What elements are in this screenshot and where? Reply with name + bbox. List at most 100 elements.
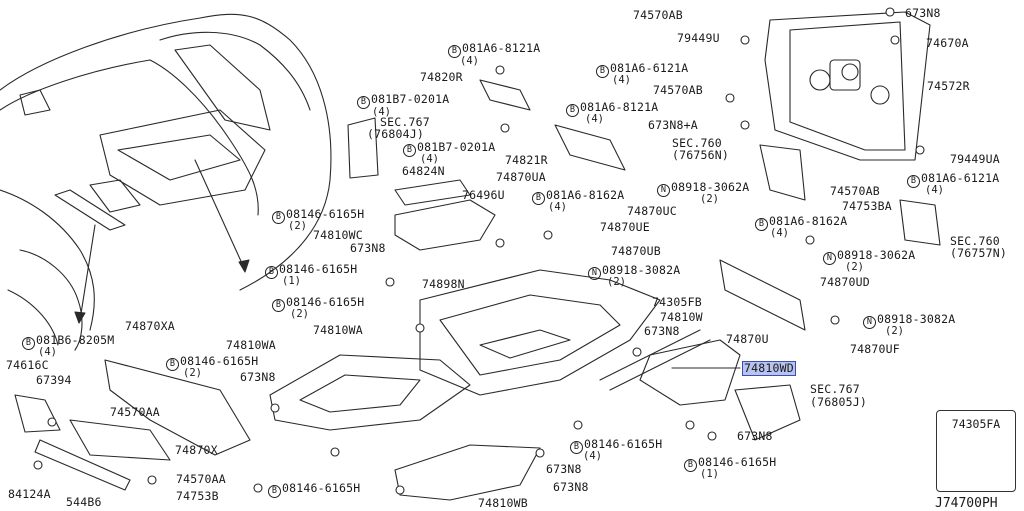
firewall-panel	[759, 11, 941, 246]
qty-label: (1)	[700, 468, 719, 480]
part-label: 74820R	[420, 70, 463, 84]
bolt-marker: B	[532, 192, 545, 205]
part-label: 74870UE	[600, 220, 650, 234]
highlighted-part-label[interactable]: 74810WD	[742, 361, 796, 376]
fasteners	[33, 7, 925, 495]
bolt-marker: B	[684, 459, 697, 472]
part-label: 74616C	[6, 358, 49, 372]
part-label: SEC.767	[380, 115, 430, 129]
part-label: (76756N)	[672, 148, 729, 162]
part-label: 673N8	[546, 462, 582, 476]
bolt-marker: B	[907, 175, 920, 188]
part-label: 673N8	[350, 241, 386, 255]
bolt-marker: B	[268, 485, 281, 498]
part-label: 673N8	[737, 429, 773, 443]
qty-label: (4)	[420, 153, 439, 165]
part-label: 74570AB	[830, 184, 880, 198]
bolt-marker: B	[448, 45, 461, 58]
part-label: 673N8	[240, 370, 276, 384]
part-label: 74570AB	[633, 8, 683, 22]
undercover-wb	[394, 444, 541, 501]
bolt-marker: B	[265, 266, 278, 279]
part-label: (76757N)	[950, 246, 1007, 260]
qty-label: (4)	[460, 55, 479, 67]
bolt-marker: B	[22, 337, 35, 350]
part-label: 76496U	[462, 188, 505, 202]
part-label: 74870UF	[850, 342, 900, 356]
part-label: 74870XA	[125, 319, 175, 333]
part-label: 74810WC	[313, 228, 363, 242]
qty-label: (4)	[925, 184, 944, 196]
bolt-marker: B	[357, 96, 370, 109]
part-label: 673N8	[905, 6, 941, 20]
qty-label: (2)	[183, 367, 202, 379]
bolt-marker: B	[166, 358, 179, 371]
part-label: 74305FB	[652, 295, 702, 309]
undercover-wa	[269, 354, 471, 431]
nut-marker: N	[657, 184, 670, 197]
inset-title: 74305FA	[951, 417, 1001, 431]
part-label: SEC.767	[810, 382, 860, 396]
part-label: (76804J)	[367, 127, 424, 141]
part-label: (76805J)	[810, 395, 867, 409]
part-label: 79449U	[677, 31, 720, 45]
part-label: 74810WA	[313, 323, 363, 337]
part-label: 74870U	[726, 332, 769, 346]
part-label: 74810WB	[478, 496, 528, 510]
part-label: SEC.760	[672, 136, 722, 150]
bolt-marker: B	[403, 144, 416, 157]
part-label: 74572R	[927, 79, 970, 93]
part-label: 74670A	[926, 36, 969, 50]
undercover-main	[419, 269, 661, 396]
nut-marker: N	[588, 267, 601, 280]
nut-marker: N	[863, 316, 876, 329]
part-label: 74570AA	[110, 405, 160, 419]
part-label: 74821R	[505, 153, 548, 167]
part-label: 74570AA	[176, 472, 226, 486]
part-label: 673N8	[553, 480, 589, 494]
qty-label: (4)	[770, 227, 789, 239]
qty-label: (2)	[845, 261, 864, 273]
part-label: 74810WA	[226, 338, 276, 352]
nut-marker: N	[823, 252, 836, 265]
part-label: 74870UC	[627, 204, 677, 218]
bolt-marker: B	[272, 299, 285, 312]
qty-label: (4)	[583, 450, 602, 462]
part-label: 84124A	[8, 487, 51, 501]
part-label: 673N8+A	[648, 118, 698, 132]
part-label: 79449UA	[950, 152, 1000, 166]
bolt-marker: B	[272, 211, 285, 224]
part-label: 74753B	[176, 489, 219, 503]
part-label: 74753BA	[842, 199, 892, 213]
part-label: 74870X	[175, 443, 218, 457]
rails	[599, 259, 806, 391]
qty-label: (2)	[290, 308, 309, 320]
cross-members	[14, 359, 251, 491]
diagram-reference-code: J74700PH	[935, 496, 998, 511]
part-label: 74870UA	[496, 170, 546, 184]
part-label: 544B6	[66, 495, 102, 509]
qty-label: (2)	[607, 276, 626, 288]
qty-label: (4)	[38, 346, 57, 358]
part-label: SEC.760	[950, 234, 1000, 248]
part-label: 74870UB	[611, 244, 661, 258]
qty-label: (2)	[885, 325, 904, 337]
